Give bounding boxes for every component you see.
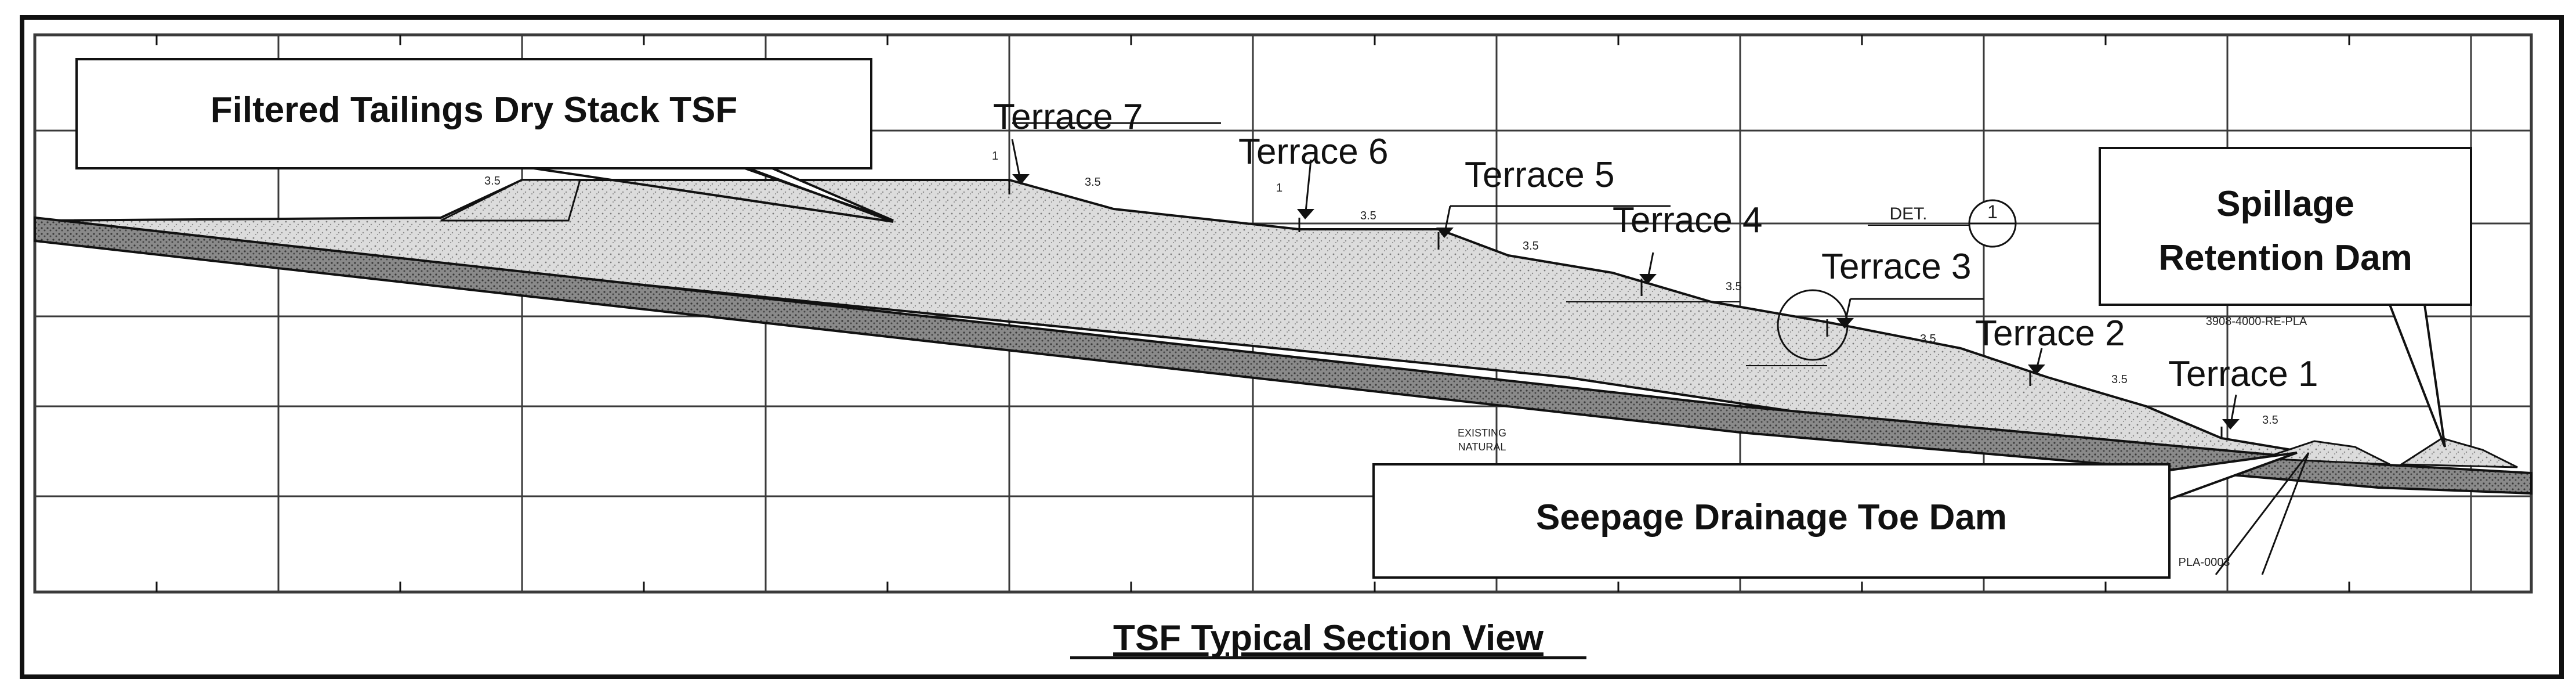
terrace-benches <box>1008 180 2223 438</box>
terrace-label-2: Terrace 2 <box>1975 313 2125 375</box>
terrace-labels: Terrace 7 Terrace 6 Terrace 5 Terrace 4 … <box>993 97 2318 430</box>
terrace-3-label: Terrace 3 <box>1821 247 1971 287</box>
figure-caption: TSF Typical Section View <box>1113 618 1544 658</box>
callout-toe-dam-text: Seepage Drainage Toe Dam <box>1536 497 2007 537</box>
detail-label: DET. <box>1889 204 1927 223</box>
callout-spillage-line1: Spillage <box>2216 184 2354 224</box>
terrace-label-6: Terrace 6 <box>1238 132 1388 219</box>
drawing-reference: 3908-4000-RE-PLA <box>2206 315 2307 328</box>
callout-toe-dam: Seepage Drainage Toe Dam <box>1372 452 2310 579</box>
ground-note-natural: NATURAL <box>1458 441 1506 453</box>
terrace-label-7: Terrace 7 <box>993 97 1221 185</box>
svg-text:3.5: 3.5 <box>2111 373 2128 386</box>
detail-circle-number: 1 <box>1987 201 1998 222</box>
toe-dam-shape <box>2262 440 2390 466</box>
terrace-2-label: Terrace 2 <box>1975 313 2125 353</box>
terrace-label-4: Terrace 4 <box>1613 200 1762 284</box>
svg-text:1: 1 <box>1276 182 1282 194</box>
natural-ground <box>34 216 2532 495</box>
callout-dry-stack-text: Filtered Tailings Dry Stack TSF <box>211 90 737 130</box>
svg-text:3.5: 3.5 <box>1920 333 1936 345</box>
terrace-1-label: Terrace 1 <box>2168 354 2318 394</box>
sheet-reference: PLA-0003 <box>2179 556 2230 569</box>
callout-dry-stack: Filtered Tailings Dry Stack TSF <box>75 58 894 223</box>
svg-text:3.5: 3.5 <box>484 175 501 187</box>
slope-notes: 3.5 3.5 3.5 3.5 3.5 3.5 3.5 3.5 1 1 <box>484 150 2278 427</box>
terrace-6-label: Terrace 6 <box>1238 132 1388 172</box>
svg-text:3.5: 3.5 <box>1360 210 1376 222</box>
upstream-mound <box>440 179 581 222</box>
callout-spillage-dam: Spillage Retention Dam <box>2099 147 2472 448</box>
spillage-dam-shape <box>2399 437 2518 468</box>
dry-stack-body <box>39 179 2356 466</box>
terrace-7-label: Terrace 7 <box>993 97 1143 137</box>
terrace-5-label: Terrace 5 <box>1465 155 1614 195</box>
terrace-label-1: Terrace 1 <box>2168 354 2318 430</box>
callout-spillage-line2: Retention Dam <box>2158 238 2412 278</box>
svg-text:3.5: 3.5 <box>2262 414 2278 427</box>
ground-note-existing: EXISTING <box>1458 427 1506 439</box>
svg-text:1: 1 <box>992 150 998 163</box>
svg-text:3.5: 3.5 <box>1726 280 1742 293</box>
terrace-label-5: Terrace 5 <box>1436 155 1671 238</box>
detail-marker: 1 DET. <box>1868 199 2017 248</box>
svg-text:3.5: 3.5 <box>1523 240 1539 252</box>
terrace-label-3: Terrace 3 <box>1821 247 1984 329</box>
svg-text:3.5: 3.5 <box>1085 176 1101 189</box>
terrace-4-label: Terrace 4 <box>1613 200 1762 240</box>
border-ticks <box>155 35 2350 592</box>
